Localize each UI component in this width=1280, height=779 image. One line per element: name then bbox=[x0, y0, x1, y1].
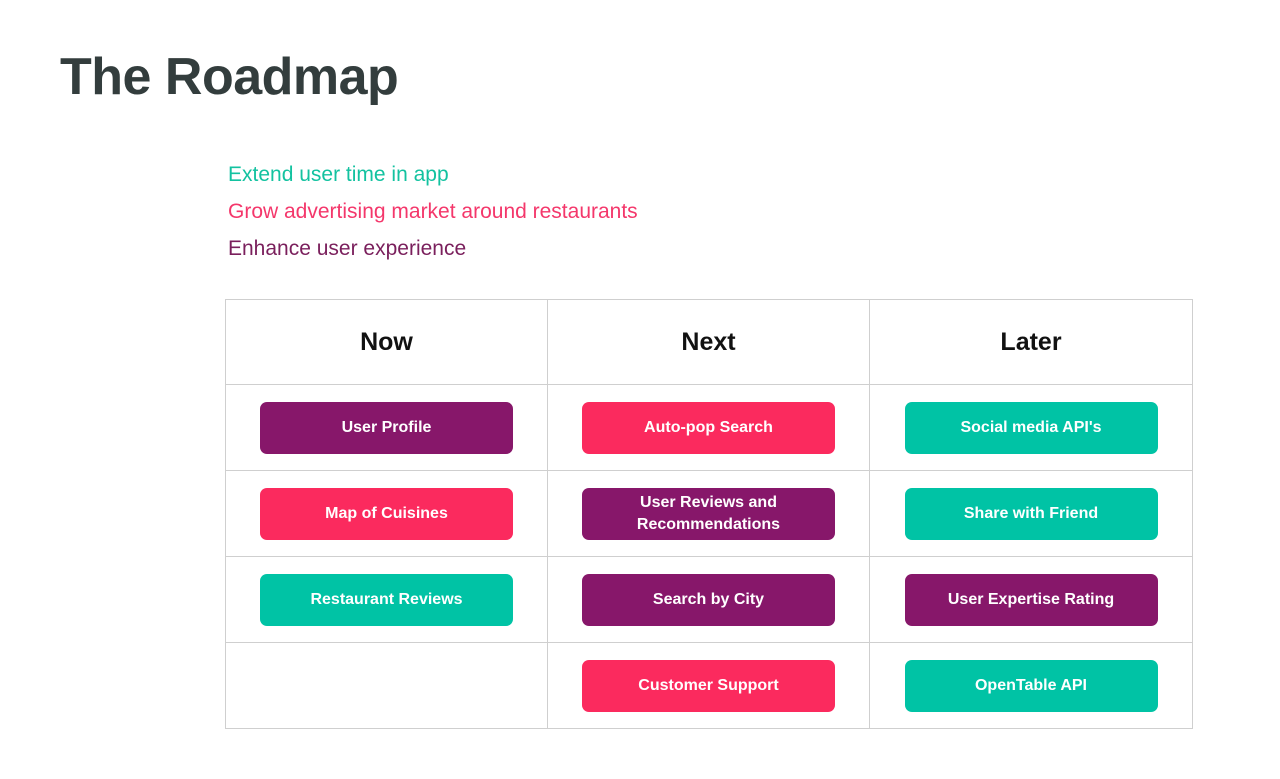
goal-item-2: Grow advertising market around restauran… bbox=[228, 200, 638, 223]
table-row: User Profile Auto-pop Search Social medi… bbox=[225, 384, 1193, 471]
roadmap-item-opentable-api[interactable]: OpenTable API bbox=[904, 659, 1158, 712]
roadmap-table: Now Next Later User Profile Auto-pop Sea… bbox=[225, 299, 1193, 729]
cell-now-2: Map of Cuisines bbox=[225, 470, 548, 557]
cell-later-1: Social media API's bbox=[869, 384, 1193, 471]
roadmap-item-map-of-cuisines[interactable]: Map of Cuisines bbox=[260, 487, 513, 540]
roadmap-item-user-expertise-rating[interactable]: User Expertise Rating bbox=[904, 573, 1158, 626]
roadmap-item-user-profile[interactable]: User Profile bbox=[260, 401, 513, 454]
column-header-next: Next bbox=[547, 299, 870, 385]
cell-later-2: Share with Friend bbox=[869, 470, 1193, 557]
cell-next-2: User Reviews and Recommendations bbox=[547, 470, 870, 557]
roadmap-item-share-with-friend[interactable]: Share with Friend bbox=[904, 487, 1158, 540]
roadmap-item-auto-pop-search[interactable]: Auto-pop Search bbox=[582, 401, 835, 454]
roadmap-item-search-by-city[interactable]: Search by City bbox=[582, 573, 835, 626]
column-header-later: Later bbox=[869, 299, 1193, 385]
roadmap-item-social-media-apis[interactable]: Social media API's bbox=[904, 401, 1158, 454]
goals-list: Extend user time in app Grow advertising… bbox=[228, 156, 638, 267]
goal-item-3: Enhance user experience bbox=[228, 237, 467, 260]
cell-next-1: Auto-pop Search bbox=[547, 384, 870, 471]
table-row: Restaurant Reviews Search by City User E… bbox=[225, 556, 1193, 643]
cell-now-4 bbox=[225, 642, 548, 729]
roadmap-item-customer-support[interactable]: Customer Support bbox=[582, 659, 835, 712]
cell-later-3: User Expertise Rating bbox=[869, 556, 1193, 643]
column-header-now: Now bbox=[225, 299, 548, 385]
table-header-row: Now Next Later bbox=[225, 299, 1193, 385]
table-row: Map of Cuisines User Reviews and Recomme… bbox=[225, 470, 1193, 557]
cell-now-1: User Profile bbox=[225, 384, 548, 471]
cell-next-3: Search by City bbox=[547, 556, 870, 643]
cell-later-4: OpenTable API bbox=[869, 642, 1193, 729]
roadmap-item-restaurant-reviews[interactable]: Restaurant Reviews bbox=[260, 573, 513, 626]
roadmap-item-empty bbox=[260, 660, 513, 712]
page-title: The Roadmap bbox=[60, 48, 399, 106]
cell-next-4: Customer Support bbox=[547, 642, 870, 729]
cell-now-3: Restaurant Reviews bbox=[225, 556, 548, 643]
table-row: Customer Support OpenTable API bbox=[225, 642, 1193, 729]
roadmap-item-user-reviews-and-recommendations[interactable]: User Reviews and Recommendations bbox=[582, 487, 835, 540]
goal-item-1: Extend user time in app bbox=[228, 163, 449, 186]
